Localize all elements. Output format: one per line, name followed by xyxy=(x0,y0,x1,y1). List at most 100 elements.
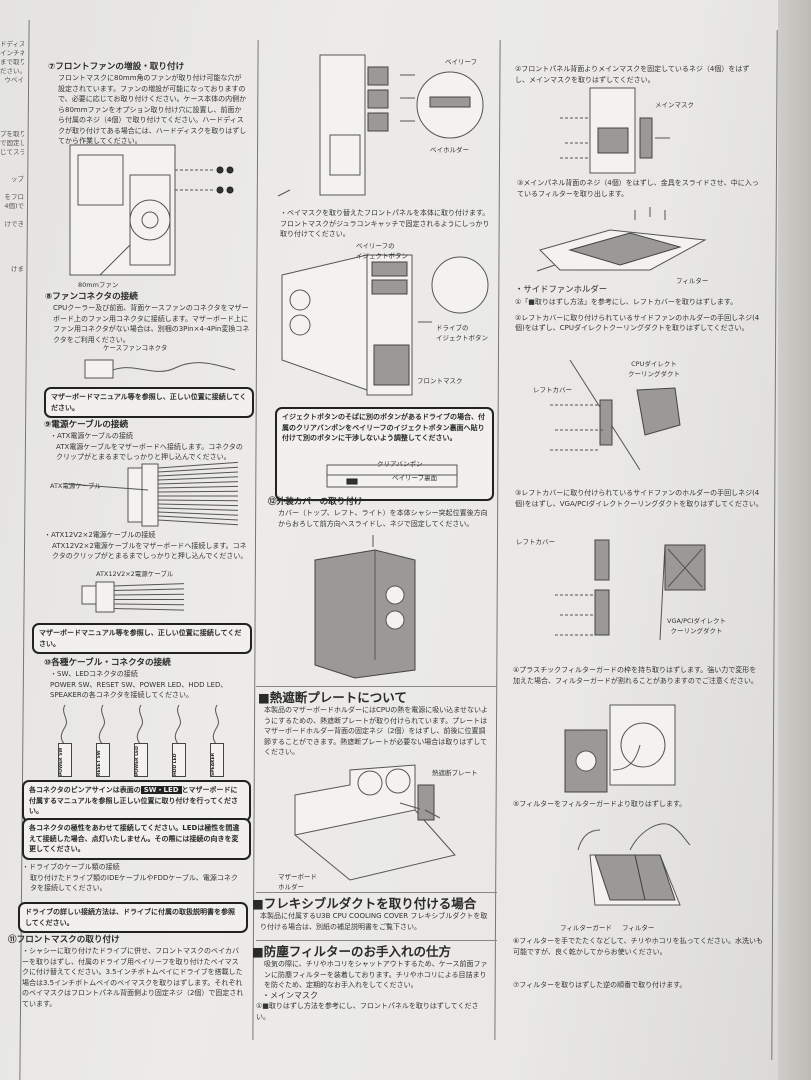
section-cables: ⑩各種ケーブル・コネクタの接続 ・SW、LEDコネクタの接続 POWER SW、… xyxy=(44,658,254,701)
notice-box: マザーボードマニュアル等を参照し、正しい位置に接続してください。 xyxy=(44,387,254,418)
notice-box-polarity: 各コネクタの極性をあわせて接続してください。LEDは極性を間違えて接続した場合、… xyxy=(22,818,251,860)
wire xyxy=(157,519,239,526)
step-3: ③メインパネル背面のネジ（4個）をはずし、金具をスライドさせ、中に入っているフィ… xyxy=(517,179,759,198)
filter-guard-label: フィルターガード xyxy=(560,924,612,932)
wire xyxy=(113,603,185,606)
bay-leaf-eject-label: ベイリーフの イジェクトボタン xyxy=(356,242,408,260)
connector-label: SPEAKER xyxy=(210,743,224,777)
connector-cable: HDD LED xyxy=(164,704,194,777)
edge-text: 4個)で xyxy=(4,202,24,210)
connector-label: HDD LED xyxy=(172,743,186,777)
notice-box: マザーボードマニュアル等を参照し、正しい位置に接続してください。 xyxy=(32,623,252,654)
front-mask-figure xyxy=(281,254,489,396)
heat-plate-label: 熱遮断プレート xyxy=(432,769,478,777)
notice-box-eject: イジェクトボタンのそばに別のボタンがあるドライブの場合、付属のクリアバンポンをベ… xyxy=(275,407,494,501)
connector-label: POWER LED xyxy=(134,743,148,777)
edge-text: をフロ xyxy=(4,193,25,201)
section-body: ATX電源ケーブルをマザーボードへ接続します。コネクタのクリップがとまるまでしっ… xyxy=(56,442,243,462)
section-heat-plate: ■熱遮断プレートについて 本製品のマザーボードホルダーにはCPUの熱を電源に吸い… xyxy=(258,690,490,758)
wire xyxy=(157,485,239,489)
wire xyxy=(157,466,239,473)
cpu-duct-label: CPUダイレクト クーリングダクト xyxy=(628,360,680,378)
section-title: ■防塵フィルターのお手入れの仕方 xyxy=(252,944,452,959)
subsection-title: ・メインマスク xyxy=(262,990,318,1000)
section-front-fan: ⑦フロントファンの増設・取り付け フロントマスクに80mm角のファンが取り付け可… xyxy=(48,62,248,147)
section-title: ■フレキシブルダクトを取り付ける場合 xyxy=(252,896,477,911)
edge-text xyxy=(0,184,24,193)
edge-text: ウベイ xyxy=(4,76,25,84)
connector-cable: SPEAKER xyxy=(202,704,232,777)
section-title: ⑦フロントファンの増設・取り付け xyxy=(48,62,185,72)
section-power-cable: ⑨電源ケーブルの接続 ・ATX電源ケーブルの接続 ATX電源ケーブルをマザーボー… xyxy=(44,420,249,463)
atx12v-cable-figure xyxy=(81,581,185,613)
cpu-duct-figure xyxy=(550,359,681,471)
drive-eject-label: ドライブの イジェクトボタン xyxy=(436,324,488,342)
notice-text: 各コネクタのピンアサインは表面の xyxy=(29,786,141,794)
column-divider xyxy=(494,40,501,1040)
section-body: CPUクーラー及び前面、背面ケースファンのコネクタをマザーボード上のファン用コネ… xyxy=(53,304,250,344)
edge-text xyxy=(0,238,24,247)
edge-text xyxy=(0,229,24,238)
section-body: カバー（トップ、レフト、ライト）を本体シャシー突起位置後方向からおろして前方向へ… xyxy=(278,509,488,528)
filter-removal-figure xyxy=(536,207,707,272)
side-step-7: ⑦フィルターを取りはずした逆の順番で取り付けます。 xyxy=(513,981,687,989)
section-body: ・シャシーに取り付けたドライブに併せ、フロントマスクのベイカバーを取りはずし、付… xyxy=(22,947,244,1008)
edge-text xyxy=(0,103,24,112)
filter-label: フィルター xyxy=(676,277,709,285)
clear-bumper-label: クリアバンポン xyxy=(377,460,423,468)
edge-text xyxy=(0,247,24,256)
section-body: 本製品のマザーボードホルダーにはCPUの熱を電源に吸い込ませないようにするための… xyxy=(264,706,488,756)
step-2: ②フロントパネル背面よりメインマスクを固定しているネジ（4個）をはずし、メインマ… xyxy=(515,65,750,84)
connector-cable: RESET SW xyxy=(88,704,118,777)
column-divider xyxy=(252,40,259,1040)
filter-guard-figure xyxy=(564,704,676,793)
wire xyxy=(113,608,185,611)
edge-text xyxy=(0,94,24,103)
mb-holder-label: マザーボード ホルダー xyxy=(278,873,317,891)
wire xyxy=(157,471,239,477)
bay-leaf-back-figure xyxy=(326,464,458,488)
main-mask-figure xyxy=(560,87,670,174)
subsection-title: ・ATX12V2×2電源ケーブルの接続 xyxy=(44,531,156,539)
wire xyxy=(157,476,239,481)
section-body: フロントマスクに80mm角のファンが取り付け可能な穴が設定されています。ファンの… xyxy=(58,74,247,145)
section-side-fan-holder: ・サイドファンホルダー ①「■取りはずし方法」を参考にし、レフトカバーを取りはず… xyxy=(515,284,763,334)
section-divider xyxy=(256,892,497,893)
edge-text xyxy=(0,211,24,220)
edge-text: プを取り xyxy=(0,130,24,138)
subsection-atx12v: ・ATX12V2×2電源ケーブルの接続 ATX12V2×2電源ケーブルをマザーボ… xyxy=(44,530,249,562)
fan-label: 80mmファン xyxy=(78,281,119,289)
edge-text xyxy=(0,166,24,175)
wire xyxy=(113,583,185,587)
section-title: ⑫外装カバーの取り付け xyxy=(268,497,363,507)
wire xyxy=(113,588,185,591)
section-divider xyxy=(256,686,497,687)
wire xyxy=(157,503,239,507)
section-title: ⑨電源ケーブルの接続 xyxy=(44,420,129,430)
bay-leaf-back-label: ベイリーフ裏面 xyxy=(392,474,438,482)
section-title: ⑧ファンコネクタの接続 xyxy=(45,292,138,302)
side-step-1: ①「■取りはずし方法」を参考にし、レフトカバーを取りはずします。 xyxy=(515,298,738,306)
fan-connector-figure xyxy=(84,359,236,379)
section-body: POWER SW、RESET SW、POWER LED、HDD LED、SPEA… xyxy=(50,680,228,700)
front-fan-figure xyxy=(69,144,234,276)
section-body: 吸気の際に、チリやホコリをシャットアウトするため、ケース前面ファンに防塵フィルタ… xyxy=(264,960,488,989)
section-title: ⑩各種ケーブル・コネクタの接続 xyxy=(44,658,171,668)
edge-text xyxy=(0,112,24,121)
section-dust-filter: ■防塵フィルターのお手入れの仕方 吸気の際に、チリやホコリをシャットアウトするた… xyxy=(252,944,490,1022)
section-front-mask: ⑪フロントマスクの取り付け ・シャシーに取り付けたドライブに併せ、フロントマスク… xyxy=(8,935,244,1009)
vga-duct-label: VGA/PCIダイレクト クーリングダクト xyxy=(667,617,726,635)
bay-leaf-figure xyxy=(277,54,484,197)
side-step-4: ④プラスチックフィルターガードの枠を持ち取りはずします。強い力で変形を加えた場合… xyxy=(513,666,758,685)
wire xyxy=(113,593,185,596)
wire xyxy=(157,481,239,485)
edge-text: ップ xyxy=(11,175,24,183)
notice-box-drive: ドライブの詳しい接続方法は、ドライブに付属の取扱説明書を参照してください。 xyxy=(18,902,248,933)
edge-text xyxy=(0,256,24,265)
front-mask-label: フロントマスク xyxy=(417,377,463,385)
side-step-6: ⑥フィルターを手でたたくなどして、チリやホコリを払ってください。水洗いも可能です… xyxy=(513,937,764,956)
bay-holder-label: ベイホルダー xyxy=(430,146,469,154)
page-right-edge xyxy=(771,30,778,1060)
connector-label: POWER SW xyxy=(58,743,72,777)
